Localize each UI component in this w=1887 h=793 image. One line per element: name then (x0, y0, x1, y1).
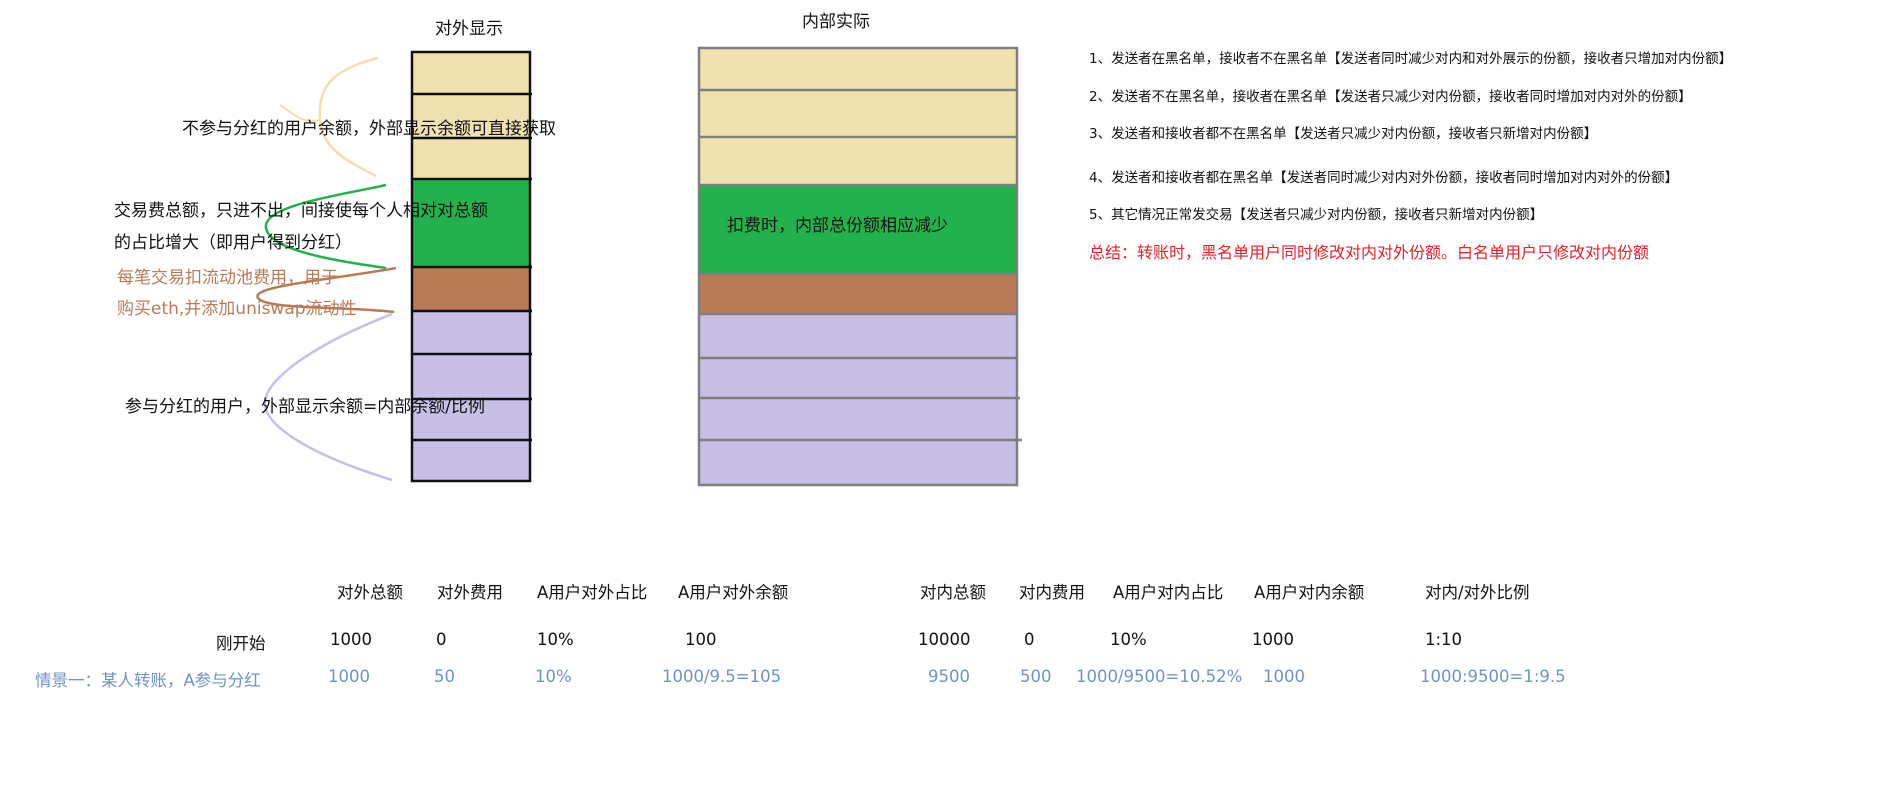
table-cell: 1000 (330, 630, 372, 649)
rule-item: 5、其它情况正常发交易【发送者只减少对内份额，接收者只新增对内份额】 (1089, 207, 1544, 223)
internal-bar-brown (699, 274, 1017, 314)
dividend-user-label: 参与分红的用户，外部显示余额=内部余额/比例 (125, 397, 485, 417)
fee-total-label-line1: 交易费总额，只进不出，间接使每个人相对对总额 (114, 201, 488, 221)
rule-item: 4、发送者和接收者都在黑名单【发送者同时减少对内对外份额，接收者同时增加对内对外… (1089, 170, 1679, 186)
rule-item: 2、发送者不在黑名单，接收者在黑名单【发送者只减少对内份额，接收者同时增加对内对… (1089, 89, 1692, 105)
table-cell: 10000 (918, 630, 971, 649)
table-cell: 1000 (328, 667, 370, 686)
external-bar-beige (412, 52, 530, 179)
green-brace-curve (264, 183, 387, 270)
table-cell: 1000:9500=1:9.5 (1420, 667, 1566, 686)
table-header: A用户对外余额 (678, 583, 789, 602)
table-header: 对内费用 (1019, 583, 1085, 602)
lp-fee-label-line1: 每笔交易扣流动池费用，用于 (117, 268, 338, 288)
brown-brace-curve (256, 266, 397, 314)
table-cell: 500 (1020, 667, 1052, 686)
internal-fee-label: 扣费时，内部总份额相应减少 (727, 216, 948, 236)
table-header: A用户对内占比 (1113, 583, 1224, 602)
internal-bar (697, 46, 1022, 487)
table-cell: 9500 (928, 667, 970, 686)
table-header: 对内总额 (920, 583, 986, 602)
rule-item: 1、发送者在黑名单，接收者不在黑名单【发送者同时减少对内和对外展示的份额，接收者… (1089, 51, 1733, 67)
rule-item: 3、发送者和接收者都不在黑名单【发送者只减少对内份额，接收者只新增对内份额】 (1089, 126, 1598, 142)
table-header: A用户对外占比 (537, 583, 648, 602)
table-header: 对内/对外比例 (1425, 583, 1530, 602)
table-cell: 1000 (1263, 667, 1305, 686)
row-label: 刚开始 (216, 634, 266, 653)
internal-bar-green (699, 185, 1017, 274)
internal-actual-title: 内部实际 (802, 12, 870, 32)
external-display-title: 对外显示 (435, 19, 503, 39)
table-cell: 1000 (1252, 630, 1294, 649)
external-bar (410, 50, 532, 483)
beige-brace-curve (318, 56, 379, 178)
lavender-brace-curve (263, 312, 393, 482)
beige-brace-curve-outer (279, 104, 321, 122)
internal-bar-lavender (699, 314, 1017, 485)
table-cell: 100 (685, 630, 717, 649)
external-bar-brown (412, 267, 530, 311)
table-cell: 1000/9.5=105 (662, 667, 782, 686)
internal-bar-beige (699, 48, 1017, 185)
external-bar-green (412, 179, 530, 267)
table-header: A用户对内余额 (1254, 583, 1365, 602)
table-cell: 10% (537, 630, 574, 649)
row-label: 情景一：某人转账，A参与分红 (35, 671, 261, 690)
table-cell: 1000/9500=10.52% (1076, 667, 1243, 686)
table-header: 对外费用 (437, 583, 503, 602)
external-bar-lavender (412, 311, 530, 481)
no-dividend-label: 不参与分红的用户余额，外部显示余额可直接获取 (182, 119, 556, 139)
fee-total-label-line2: 的占比增大（即用户得到分红） (114, 233, 352, 253)
table-cell: 0 (1024, 630, 1035, 649)
table-cell: 10% (1110, 630, 1147, 649)
summary-text: 总结：转账时，黑名单用户同时修改对内对外份额。白名单用户只修改对内份额 (1089, 243, 1650, 262)
table-cell: 1:10 (1425, 630, 1463, 649)
table-cell: 50 (434, 667, 455, 686)
table-header: 对外总额 (337, 583, 403, 602)
table-cell: 10% (535, 667, 572, 686)
lp-fee-label-line2: 购买eth,并添加uniswap流动性 (117, 299, 357, 319)
table-cell: 0 (436, 630, 447, 649)
